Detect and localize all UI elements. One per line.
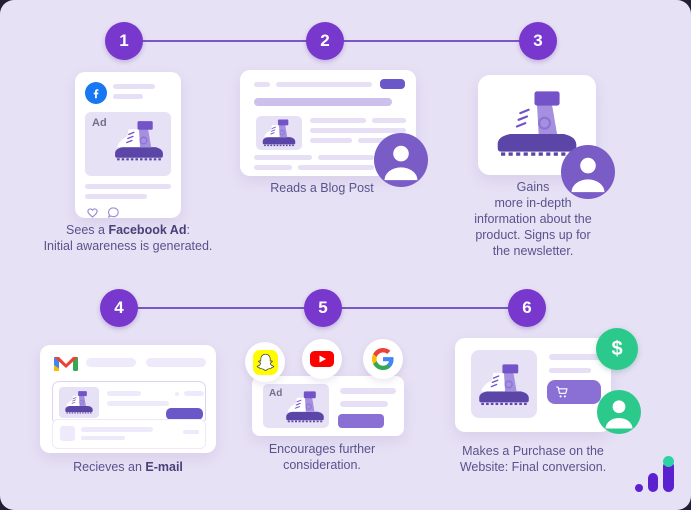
buyer-avatar (597, 390, 641, 434)
placeholder-line (107, 401, 169, 406)
placeholder-line (310, 128, 406, 133)
user-avatar-icon (605, 400, 633, 429)
placeholder-line (183, 430, 199, 434)
google-icon (363, 339, 403, 379)
step-1-number: 1 (119, 31, 129, 50)
placeholder-line (298, 165, 374, 170)
step-2-badge: 2 (306, 22, 344, 60)
placeholder-line (113, 94, 143, 99)
placeholder-line (372, 118, 406, 123)
blog-button (380, 79, 405, 89)
logo-dot-green (663, 456, 674, 467)
ad-image: Ad (263, 384, 329, 428)
comment-bubble-icon (107, 207, 119, 219)
placeholder-line (85, 184, 171, 189)
step-1-badge: 1 (105, 22, 143, 60)
email-cta-button (166, 408, 203, 420)
step-2-number: 2 (320, 31, 330, 50)
step-5-badge: 5 (304, 289, 342, 327)
gmail-icon (54, 357, 78, 371)
retargeting-ad-card: Ad (252, 376, 404, 436)
placeholder-line (310, 118, 366, 123)
placeholder-line (113, 84, 155, 89)
step-3-caption: Gains more in-depth information about th… (474, 180, 592, 258)
step-5-number: 5 (318, 298, 328, 317)
step-4-number: 4 (114, 298, 124, 317)
step-2-caption: Reads a Blog Post (270, 181, 374, 195)
placeholder-line (549, 354, 601, 360)
placeholder-line (86, 358, 136, 367)
ad-label: Ad (92, 117, 107, 129)
step-6-caption: Makes a Purchase on the Website: Final c… (459, 444, 607, 474)
logo-bar-medium (648, 473, 658, 492)
facebook-icon (85, 82, 107, 104)
placeholder-line (85, 194, 147, 199)
ad-cta-button (338, 414, 384, 428)
boot-product-icon (64, 390, 94, 414)
placeholder-square (60, 426, 75, 441)
blog-image (256, 116, 302, 150)
boot-product-icon (114, 120, 164, 161)
placeholder-line (254, 165, 292, 170)
reader-avatar (374, 133, 428, 187)
purchase-card (455, 338, 611, 432)
heart-icon (87, 208, 98, 218)
step-1-caption: Sees a Facebook Ad: Initial awareness is… (43, 223, 213, 253)
dollar-icon: $ (596, 328, 638, 370)
ad-image: Ad (85, 112, 171, 176)
placeholder-line (254, 82, 270, 87)
logo-bar-tall (663, 461, 674, 492)
step-6-number: 6 (522, 298, 532, 317)
placeholder-line (318, 155, 374, 160)
ad-label: Ad (269, 388, 283, 399)
placeholder-line (81, 427, 153, 432)
dollar-sign: $ (611, 337, 623, 360)
placeholder-dot (175, 392, 179, 396)
step-4-caption: Recieves an E-mail (73, 460, 183, 474)
email-thumbnail (59, 387, 99, 418)
user-avatar-icon (384, 145, 418, 181)
product-image (471, 350, 537, 418)
email-card (40, 345, 216, 453)
placeholder-line (340, 388, 396, 394)
placeholder-title (254, 98, 392, 106)
email-row (52, 419, 206, 449)
step-3-badge: 3 (519, 22, 557, 60)
placeholder-line (340, 401, 388, 407)
youtube-icon (302, 339, 342, 379)
buy-button (547, 380, 601, 404)
placeholder-line (81, 436, 125, 440)
boot-product-icon (285, 390, 325, 423)
step-6-badge: 6 (508, 289, 546, 327)
placeholder-line (276, 82, 372, 87)
boot-product-icon (478, 363, 530, 406)
shopping-cart-icon (556, 386, 568, 398)
boot-product-icon (262, 118, 296, 147)
placeholder-line (549, 368, 591, 373)
placeholder-line (310, 138, 352, 143)
logo-dot-small (635, 484, 643, 492)
step-5-caption: Encourages further consideration. (268, 442, 376, 472)
placeholder-line (184, 391, 204, 396)
placeholder-line (254, 155, 312, 160)
placeholder-line (146, 358, 206, 367)
step-4-badge: 4 (100, 289, 138, 327)
snapchat-icon (245, 342, 285, 382)
step-3-number: 3 (533, 31, 543, 50)
facebook-ad-card: Ad (75, 72, 181, 219)
placeholder-line (107, 391, 141, 396)
subscriber-avatar (561, 145, 615, 199)
